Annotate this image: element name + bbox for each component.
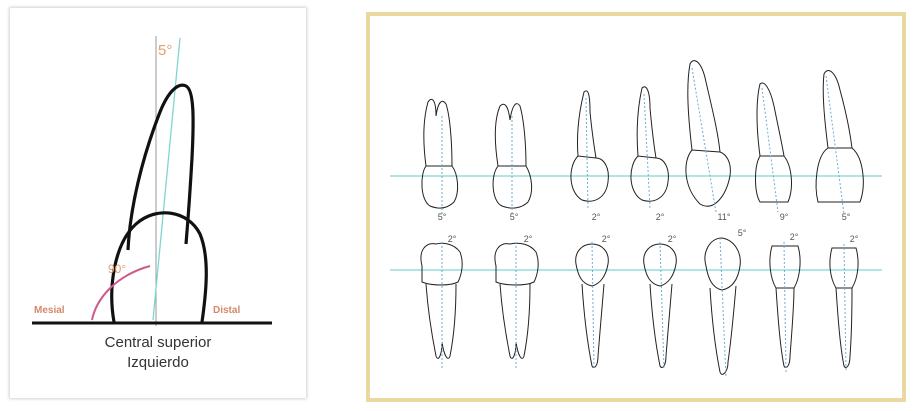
mesial-label: Mesial: [34, 305, 65, 316]
lower-tooth-molar-1: [421, 242, 462, 368]
upper-angle-label: 2°: [656, 212, 665, 222]
long-axis-line: [153, 38, 180, 320]
lower-angle-label: 2°: [602, 234, 611, 244]
root-outline: [128, 85, 193, 250]
lower-tooth-central-incisor: [830, 244, 858, 372]
upper-angle-label: 5°: [842, 212, 851, 222]
upper-tooth-canine: [686, 61, 731, 212]
lower-angle-label: 5°: [738, 228, 747, 238]
central-incisor-figure: 5° 90° Mesial Distal Central superior Iz…: [10, 8, 306, 398]
upper-tooth-central-incisor: [816, 71, 863, 214]
upper-angle-label: 5°: [510, 212, 519, 222]
lower-tooth-lateral-incisor: [770, 242, 800, 372]
lower-angle-label: 2°: [524, 234, 533, 244]
lower-angle-label: 2°: [850, 234, 859, 244]
central-incisor-diagram: 5° 90° Mesial Distal Central superior Iz…: [10, 8, 306, 398]
mesial-angle-label: 90°: [108, 262, 126, 276]
lower-angle-labels: 2° 2° 2° 2° 5° 2° 2°: [448, 228, 859, 244]
upper-tooth-lateral-incisor: [756, 83, 792, 212]
caption-line-2: Izquierdo: [127, 354, 189, 371]
teeth-angulation-chart: 5° 5° 2° 2° 11° 9° 5° 2° 2° 2° 2° 5° 2° …: [366, 12, 906, 402]
lower-angle-label: 2°: [668, 234, 677, 244]
upper-angle-label: 9°: [780, 212, 789, 222]
caption-line-1: Central superior: [105, 334, 212, 351]
upper-tooth-molar-2: [493, 104, 532, 216]
upper-tooth-premolar-2: [631, 87, 668, 208]
top-angle-label: 5°: [158, 42, 172, 59]
upper-angle-label: 2°: [592, 212, 601, 222]
upper-angle-labels: 5° 5° 2° 2° 11° 9° 5°: [438, 212, 851, 222]
lower-tooth-molar-2: [495, 242, 538, 368]
distal-label: Distal: [213, 305, 240, 316]
lower-tooth-canine: [705, 238, 740, 378]
upper-tooth-molar-1: [422, 99, 458, 216]
upper-angle-label: 5°: [438, 212, 447, 222]
lower-tooth-premolar-2: [644, 242, 677, 370]
teeth-figure: 5° 5° 2° 2° 11° 9° 5° 2° 2° 2° 2° 5° 2° …: [370, 16, 902, 398]
lower-angle-label: 2°: [448, 234, 457, 244]
lower-angle-label: 2°: [790, 232, 799, 242]
upper-tooth-premolar-1: [571, 91, 608, 210]
lower-tooth-premolar-1: [576, 242, 609, 370]
upper-angle-label: 11°: [718, 212, 731, 222]
